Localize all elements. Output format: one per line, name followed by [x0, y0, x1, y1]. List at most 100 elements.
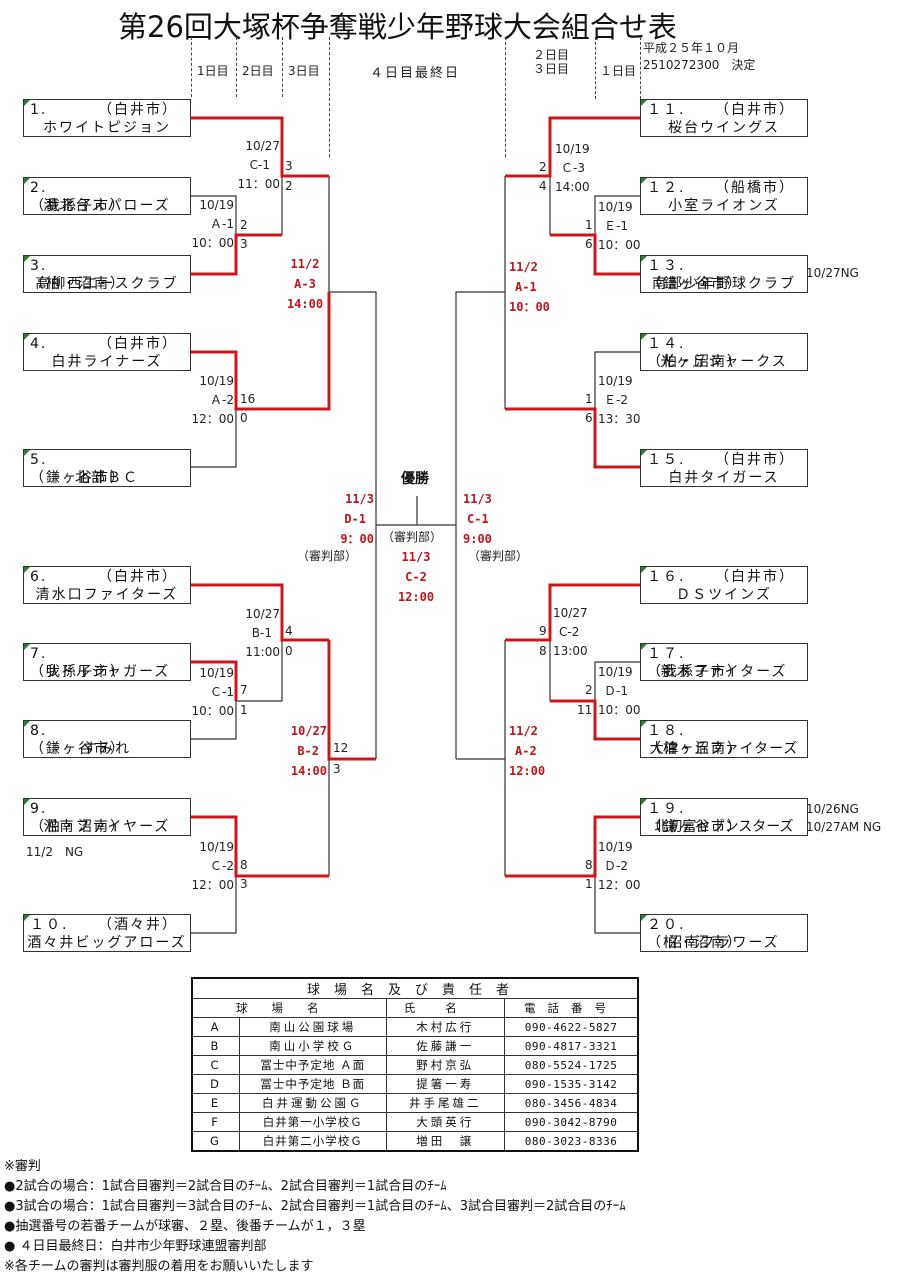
match-code: Ｄ-1	[604, 684, 628, 698]
team-box: 4.（白井市）白井ライナーズ	[23, 333, 191, 371]
venue-id: F	[191, 1112, 240, 1132]
phone-number: 090-3042-8790	[504, 1112, 639, 1132]
corner-mark-icon	[641, 334, 647, 340]
team-box: 7.（我孫子市）リトルジャガーズ	[23, 643, 191, 681]
match-c2-final-info: 11/3 C-2 12:00	[386, 547, 446, 607]
match-code: A-3	[294, 277, 316, 291]
match-a3-info: 11/2 A-3 14:00	[282, 254, 328, 314]
match-code: Ｃ-1	[210, 685, 234, 699]
corner-mark-icon	[641, 450, 647, 456]
score: 7	[240, 683, 248, 697]
winner-line	[191, 116, 329, 178]
note-line: ● ４日目最終日：白井市少年野球連盟審判部	[4, 1239, 267, 1254]
team-name: 小室ライオンズ	[668, 198, 780, 214]
match-d1-right-info: 10/19 Ｄ-1 10：00	[598, 663, 641, 720]
bracket-line	[191, 701, 237, 740]
day-divider	[640, 37, 641, 99]
winner-line	[191, 815, 329, 878]
referee-label: （審判部）	[468, 549, 529, 563]
corner-mark-icon	[641, 721, 647, 727]
team-number: １２.	[647, 180, 686, 196]
score: 0	[240, 411, 248, 425]
decision-line-2: 2510272300 決定	[643, 58, 756, 72]
match-code: Ｅ-1	[604, 219, 628, 233]
team-area: （白井市）	[715, 569, 795, 585]
team-name: 桜台ウイングス	[668, 120, 780, 136]
score: 0	[285, 644, 293, 658]
score: 12	[333, 741, 349, 755]
corner-mark-icon	[24, 799, 30, 805]
winner-line	[550, 699, 640, 741]
match-code: C-1	[467, 512, 489, 526]
team-area: （柏・沼南）	[30, 819, 126, 835]
team-area: （我孫子市）	[30, 198, 126, 214]
score: 8	[240, 858, 248, 872]
score: 4	[285, 624, 293, 638]
venue-name: 白井運動公園Ｇ	[239, 1093, 387, 1113]
bracket-line	[328, 176, 377, 525]
match-time: 14:00	[290, 764, 327, 778]
day-2-3-label: ２日目 ３日目	[533, 48, 569, 76]
bracket-line	[594, 876, 640, 934]
score: 2	[585, 683, 593, 697]
team-area: （白井市）	[98, 336, 178, 352]
team-area: （柏・沼南）	[647, 741, 743, 757]
team-area: （鎌ヶ谷市）	[647, 819, 743, 835]
corner-mark-icon	[641, 178, 647, 184]
team-name: ホワイトピジョン	[43, 120, 171, 136]
match-time: 10：00	[598, 238, 641, 252]
match-date: 10/19	[199, 198, 234, 212]
match-date: 10/19	[598, 374, 633, 388]
match-time: 12：00	[191, 412, 234, 426]
winner-line	[505, 116, 640, 178]
score: 2	[285, 179, 293, 193]
team-name: 清水口ファイターズ	[35, 587, 179, 603]
day-3-text: ３日目	[533, 62, 570, 76]
note-line: ●3試合の場合：1試合目審判＝3試合目のﾁｰﾑ、2試合目審判＝1試合目のﾁｰﾑ、…	[4, 1199, 626, 1214]
venue-id: G	[191, 1131, 240, 1152]
person-name: 大頭英行	[385, 1112, 506, 1132]
corner-mark-icon	[24, 567, 30, 573]
match-time: 10：00	[509, 300, 550, 314]
team-name: 大津ヶ丘ファイターズ	[649, 741, 799, 757]
header-person: 氏名	[385, 998, 506, 1018]
winner-line	[191, 233, 282, 276]
match-date: 11/2	[509, 260, 538, 274]
venue-name: 白井第一小学校Ｇ	[239, 1112, 387, 1132]
team-9-note: 11/2 NG	[26, 845, 84, 859]
match-date: 10/27	[290, 724, 327, 738]
team-name: 酒々井ビッグアローズ	[27, 935, 187, 951]
venue-name: 南山公園球場	[239, 1017, 387, 1037]
day-2-text: ２日目	[533, 48, 570, 62]
team-number: １１.	[647, 102, 686, 118]
venue-name: 冨士中予定地 Ｂ面	[239, 1074, 387, 1094]
team-name: ＤＳツインズ	[676, 587, 772, 603]
team-area: （酒々井）	[98, 917, 178, 933]
winner-line	[505, 407, 640, 469]
score: 1	[240, 703, 248, 717]
bracket-lines	[191, 116, 640, 934]
match-date: 10/19	[598, 665, 633, 679]
match-time: 12:00	[397, 590, 435, 604]
phone-number: 090-4817-3321	[504, 1036, 639, 1056]
team-box: 5.（鎌ヶ谷市）北部ＢＣ	[23, 449, 191, 487]
corner-mark-icon	[641, 100, 647, 106]
match-b1-info: 10/27 B-1 11:00	[230, 605, 280, 662]
match-time: 14:00	[555, 180, 590, 194]
match-code: Ｃ-2	[210, 859, 234, 873]
match-time: 10：00	[191, 236, 234, 250]
day-divider	[282, 37, 283, 97]
corner-mark-icon	[641, 567, 647, 573]
match-date: 10/27	[553, 606, 588, 620]
match-date: 10/19	[199, 666, 234, 680]
match-c2-left-info: 10/19 Ｃ-2 12：00	[186, 838, 234, 895]
match-c2-right-info: 10/27 C-2 13:00	[553, 604, 588, 661]
corner-mark-icon	[24, 256, 30, 262]
corner-mark-icon	[641, 644, 647, 650]
match-time: 12:00	[509, 764, 546, 778]
match-date: 10/19	[199, 840, 234, 854]
